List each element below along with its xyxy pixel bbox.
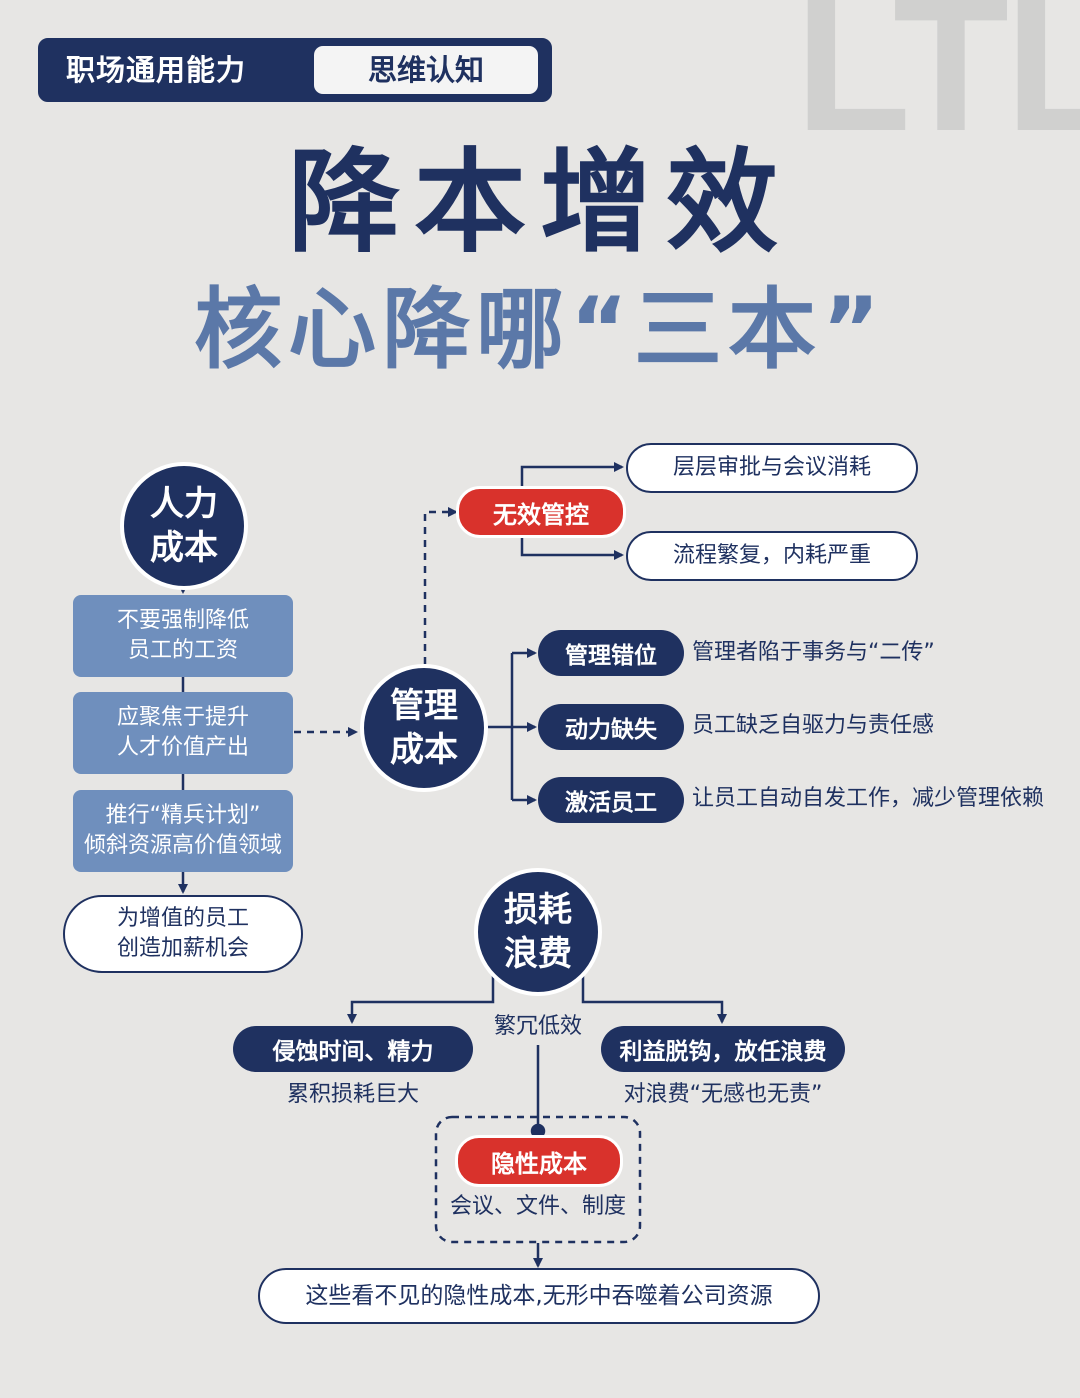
conclusion-banner: 这些看不见的隐性成本,无形中吞噬着公司资源 [258,1268,820,1324]
ineffective-control-pill: 无效管控 [456,486,626,538]
mgmt-row2-desc: 员工缺乏自驱力与责任感 [692,713,935,738]
management-cost-node: 管理成本 [360,664,488,792]
mgmt-row1-pill: 管理错位 [538,630,684,676]
human-step-2: 应聚焦于提升人才价值产出 [73,692,293,774]
ltl-watermark: LTL [795,0,1080,171]
arrow-waste-left [347,975,495,1024]
ineffective-item-1: 层层审批与会议消耗 [626,443,918,493]
mgmt-row3-pill: 激活员工 [538,777,684,823]
waste-left-desc: 累积损耗巨大 [286,1082,419,1107]
ineffective-item-2: 流程繁复，内耗严重 [626,531,918,581]
waste-left-pill: 侵蚀时间、精力 [233,1026,473,1072]
arrow-management-to-ineffective [423,507,458,664]
page-subtitle: 核心降哪“三本” [194,278,886,381]
waste-right-pill: 利益脱钩，放任浪费 [601,1026,845,1072]
human-step-1: 不要强制降低员工的工资 [73,595,293,677]
waste-middle-label: 繁冗低效 [478,1012,598,1042]
page-title: 降本增效 [288,138,792,268]
mgmt-row3-desc: 让员工自动自发工作，减少管理依赖 [692,786,1045,811]
hidden-cost-pill: 隐性成本 [455,1135,623,1187]
waste-right-desc: 对浪费“无感也无责” [623,1082,823,1107]
waste-cost-node: 损耗浪费 [474,868,602,996]
mgmt-row2-pill: 动力缺失 [538,704,684,750]
category-tag-secondary: 思维认知 [314,46,538,94]
arrow-ineffective-item2 [520,536,624,560]
arrow-ineffective-item1 [520,462,624,490]
arrow-waste-right [581,975,727,1024]
mgmt-row1-desc: 管理者陷于事务与“二传” [692,640,935,665]
category-tag-primary: 职场通用能力 [66,53,247,87]
human-step-3: 推行“精兵计划”倾斜资源高价值领域 [73,790,293,872]
human-result: 为增值的员工创造加薪机会 [63,895,303,973]
hidden-cost-desc: 会议、文件、制度 [449,1194,626,1219]
human-cost-node: 人力成本 [120,462,248,590]
